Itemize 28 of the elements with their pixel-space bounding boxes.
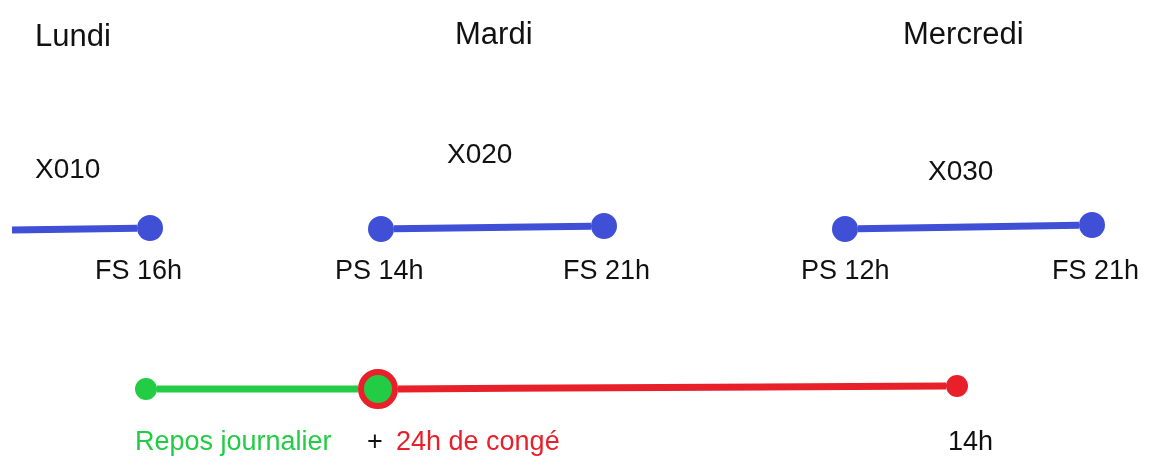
time-label: FS 16h [95, 257, 183, 284]
day-label: Mercredi [903, 18, 1024, 49]
rest-label: Repos journalier [135, 428, 332, 455]
leave-label: 24h de congé [396, 428, 560, 455]
shift-code: X020 [447, 140, 513, 168]
time-label: FS 21h [1052, 257, 1140, 284]
point-marker [368, 216, 394, 242]
point-marker [137, 215, 163, 241]
point-marker [135, 378, 157, 400]
time-label: 14h [948, 428, 994, 455]
shift-code: X030 [928, 157, 994, 185]
timeline-segment [157, 385, 358, 393]
timeline-segment [11, 224, 138, 234]
time-label: PS 12h [801, 257, 890, 284]
timeline-segment [398, 382, 946, 393]
day-label: Lundi [35, 20, 111, 51]
time-label: FS 21h [563, 257, 651, 284]
shift-code: X010 [35, 155, 101, 183]
timeline-segment [857, 221, 1080, 233]
point-marker [946, 375, 968, 397]
point-marker [358, 369, 398, 409]
time-label: PS 14h [335, 257, 424, 284]
day-label: Mardi [455, 18, 533, 49]
point-marker [1079, 212, 1105, 238]
point-marker [591, 213, 617, 239]
point-marker [832, 216, 858, 242]
plus-sign: + [367, 428, 383, 455]
timeline-segment [393, 222, 592, 233]
